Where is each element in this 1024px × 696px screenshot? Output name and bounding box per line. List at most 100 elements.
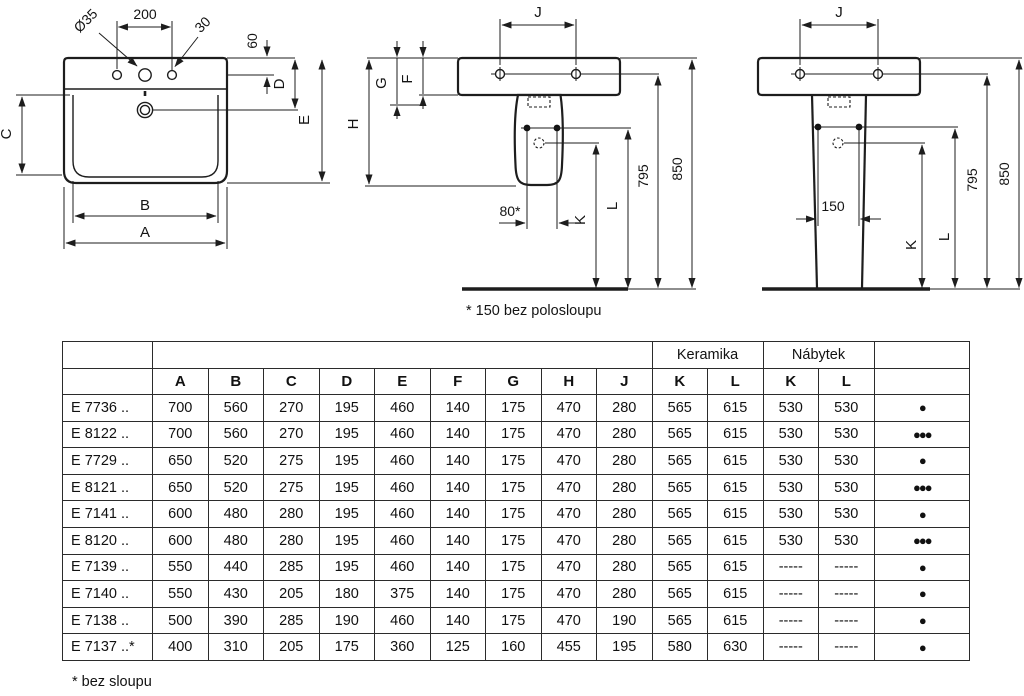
svg-text:K: K (572, 215, 589, 225)
svg-text:K: K (903, 240, 920, 250)
column-header-e-4: E (374, 368, 431, 395)
model-cell: E 7137 ..* (62, 633, 153, 661)
dim-top-to-holes-60: 60 (227, 33, 295, 94)
value-cell: 615 (707, 500, 764, 528)
value-cell: 700 (152, 420, 209, 449)
value-cell: 470 (540, 526, 597, 555)
svg-text:Ø35: Ø35 (70, 5, 100, 35)
model-cell: E 7138 .. (62, 606, 153, 635)
value-cell: ----- (818, 633, 875, 661)
availability-dots: ● (873, 394, 971, 422)
wall-fixing-holes (491, 67, 659, 81)
value-cell: 530 (762, 420, 820, 449)
value-cell: 615 (707, 447, 764, 475)
svg-text:30: 30 (191, 13, 213, 35)
value-cell: 550 (152, 580, 209, 608)
value-cell: 470 (540, 394, 597, 422)
value-cell: 195 (318, 420, 375, 449)
availability-dots: ● (873, 447, 971, 475)
value-cell: 460 (374, 553, 431, 582)
value-cell: 280 (596, 420, 653, 449)
front-view-drawing: 200 Ø35 30 60 D E C (0, 5, 330, 249)
value-cell: 565 (651, 500, 709, 528)
value-cell: 470 (540, 473, 597, 502)
dim-height-top-850: 850 (996, 59, 1023, 289)
value-cell: 600 (152, 500, 209, 528)
dim-K: K (572, 144, 600, 289)
svg-text:J: J (534, 4, 542, 21)
value-cell: 460 (374, 500, 431, 528)
value-cell: 460 (374, 606, 431, 635)
value-cell: ----- (762, 580, 820, 608)
value-cell: 175 (485, 394, 542, 422)
availability-dots: ● (873, 553, 971, 582)
value-cell: 565 (651, 394, 709, 422)
value-cell: 530 (762, 500, 820, 528)
svg-text:A: A (140, 224, 150, 241)
value-cell: 140 (429, 500, 486, 528)
value-cell: 530 (762, 526, 820, 555)
empty-availability-header (873, 341, 971, 369)
dim-K: K (903, 144, 926, 289)
dim-pedestal-width-150: 150 (796, 198, 881, 223)
column-header-c-2: C (263, 368, 320, 395)
model-cell: E 7736 .. (62, 394, 153, 422)
empty-availability-header (873, 368, 971, 395)
value-cell: 615 (707, 526, 764, 555)
value-cell: 565 (651, 447, 709, 475)
value-cell: 470 (540, 447, 597, 475)
dim-A: A (63, 187, 228, 249)
value-cell: 140 (429, 526, 486, 555)
value-cell: 470 (540, 606, 597, 635)
value-cell: 140 (429, 394, 486, 422)
value-cell: ----- (762, 553, 820, 582)
svg-text:J: J (835, 4, 843, 21)
group-header-nabytek: Nábytek (762, 341, 875, 369)
svg-text:G: G (373, 77, 390, 89)
overflow-hole (136, 101, 154, 119)
model-cell: E 7140 .. (62, 580, 153, 608)
value-cell: 615 (707, 606, 764, 635)
value-cell: 530 (762, 447, 820, 475)
value-cell: 360 (374, 633, 431, 661)
value-cell: 530 (818, 526, 875, 555)
dim-E: E (227, 59, 330, 184)
value-cell: 195 (318, 394, 375, 422)
value-cell: ----- (762, 633, 820, 661)
value-cell: 565 (651, 580, 709, 608)
availability-dots: ●●● (873, 473, 971, 502)
value-cell: 580 (651, 633, 709, 661)
svg-text:150: 150 (821, 198, 845, 214)
value-cell: 195 (318, 473, 375, 502)
value-cell: 470 (540, 420, 597, 449)
value-cell: 460 (374, 473, 431, 502)
value-cell: 175 (485, 473, 542, 502)
column-header-b-1: B (207, 368, 264, 395)
column-header-k-11: K (762, 368, 820, 395)
group-header-keramika: Keramika (651, 341, 764, 369)
value-cell: 190 (596, 606, 653, 635)
value-cell: 175 (485, 500, 542, 528)
value-cell: 615 (707, 420, 764, 449)
value-cell: 285 (263, 553, 320, 582)
availability-dots: ●●● (873, 526, 971, 555)
basin-outline (62, 56, 298, 185)
value-cell: 650 (152, 447, 209, 475)
value-cell: 455 (540, 633, 597, 661)
value-cell: 560 (207, 394, 264, 422)
value-cell: 125 (429, 633, 486, 661)
pedestal-fixing-details (812, 123, 958, 226)
value-cell: 630 (707, 633, 764, 661)
value-cell: 270 (263, 394, 320, 422)
value-cell: 520 (207, 447, 264, 475)
column-header-l-10: L (707, 368, 764, 395)
svg-text:795: 795 (635, 164, 651, 188)
dim-height-holes-795: 795 (964, 75, 991, 289)
model-cell: E 7139 .. (62, 553, 153, 582)
table-group-header-row: Keramika Nábytek (62, 341, 971, 369)
